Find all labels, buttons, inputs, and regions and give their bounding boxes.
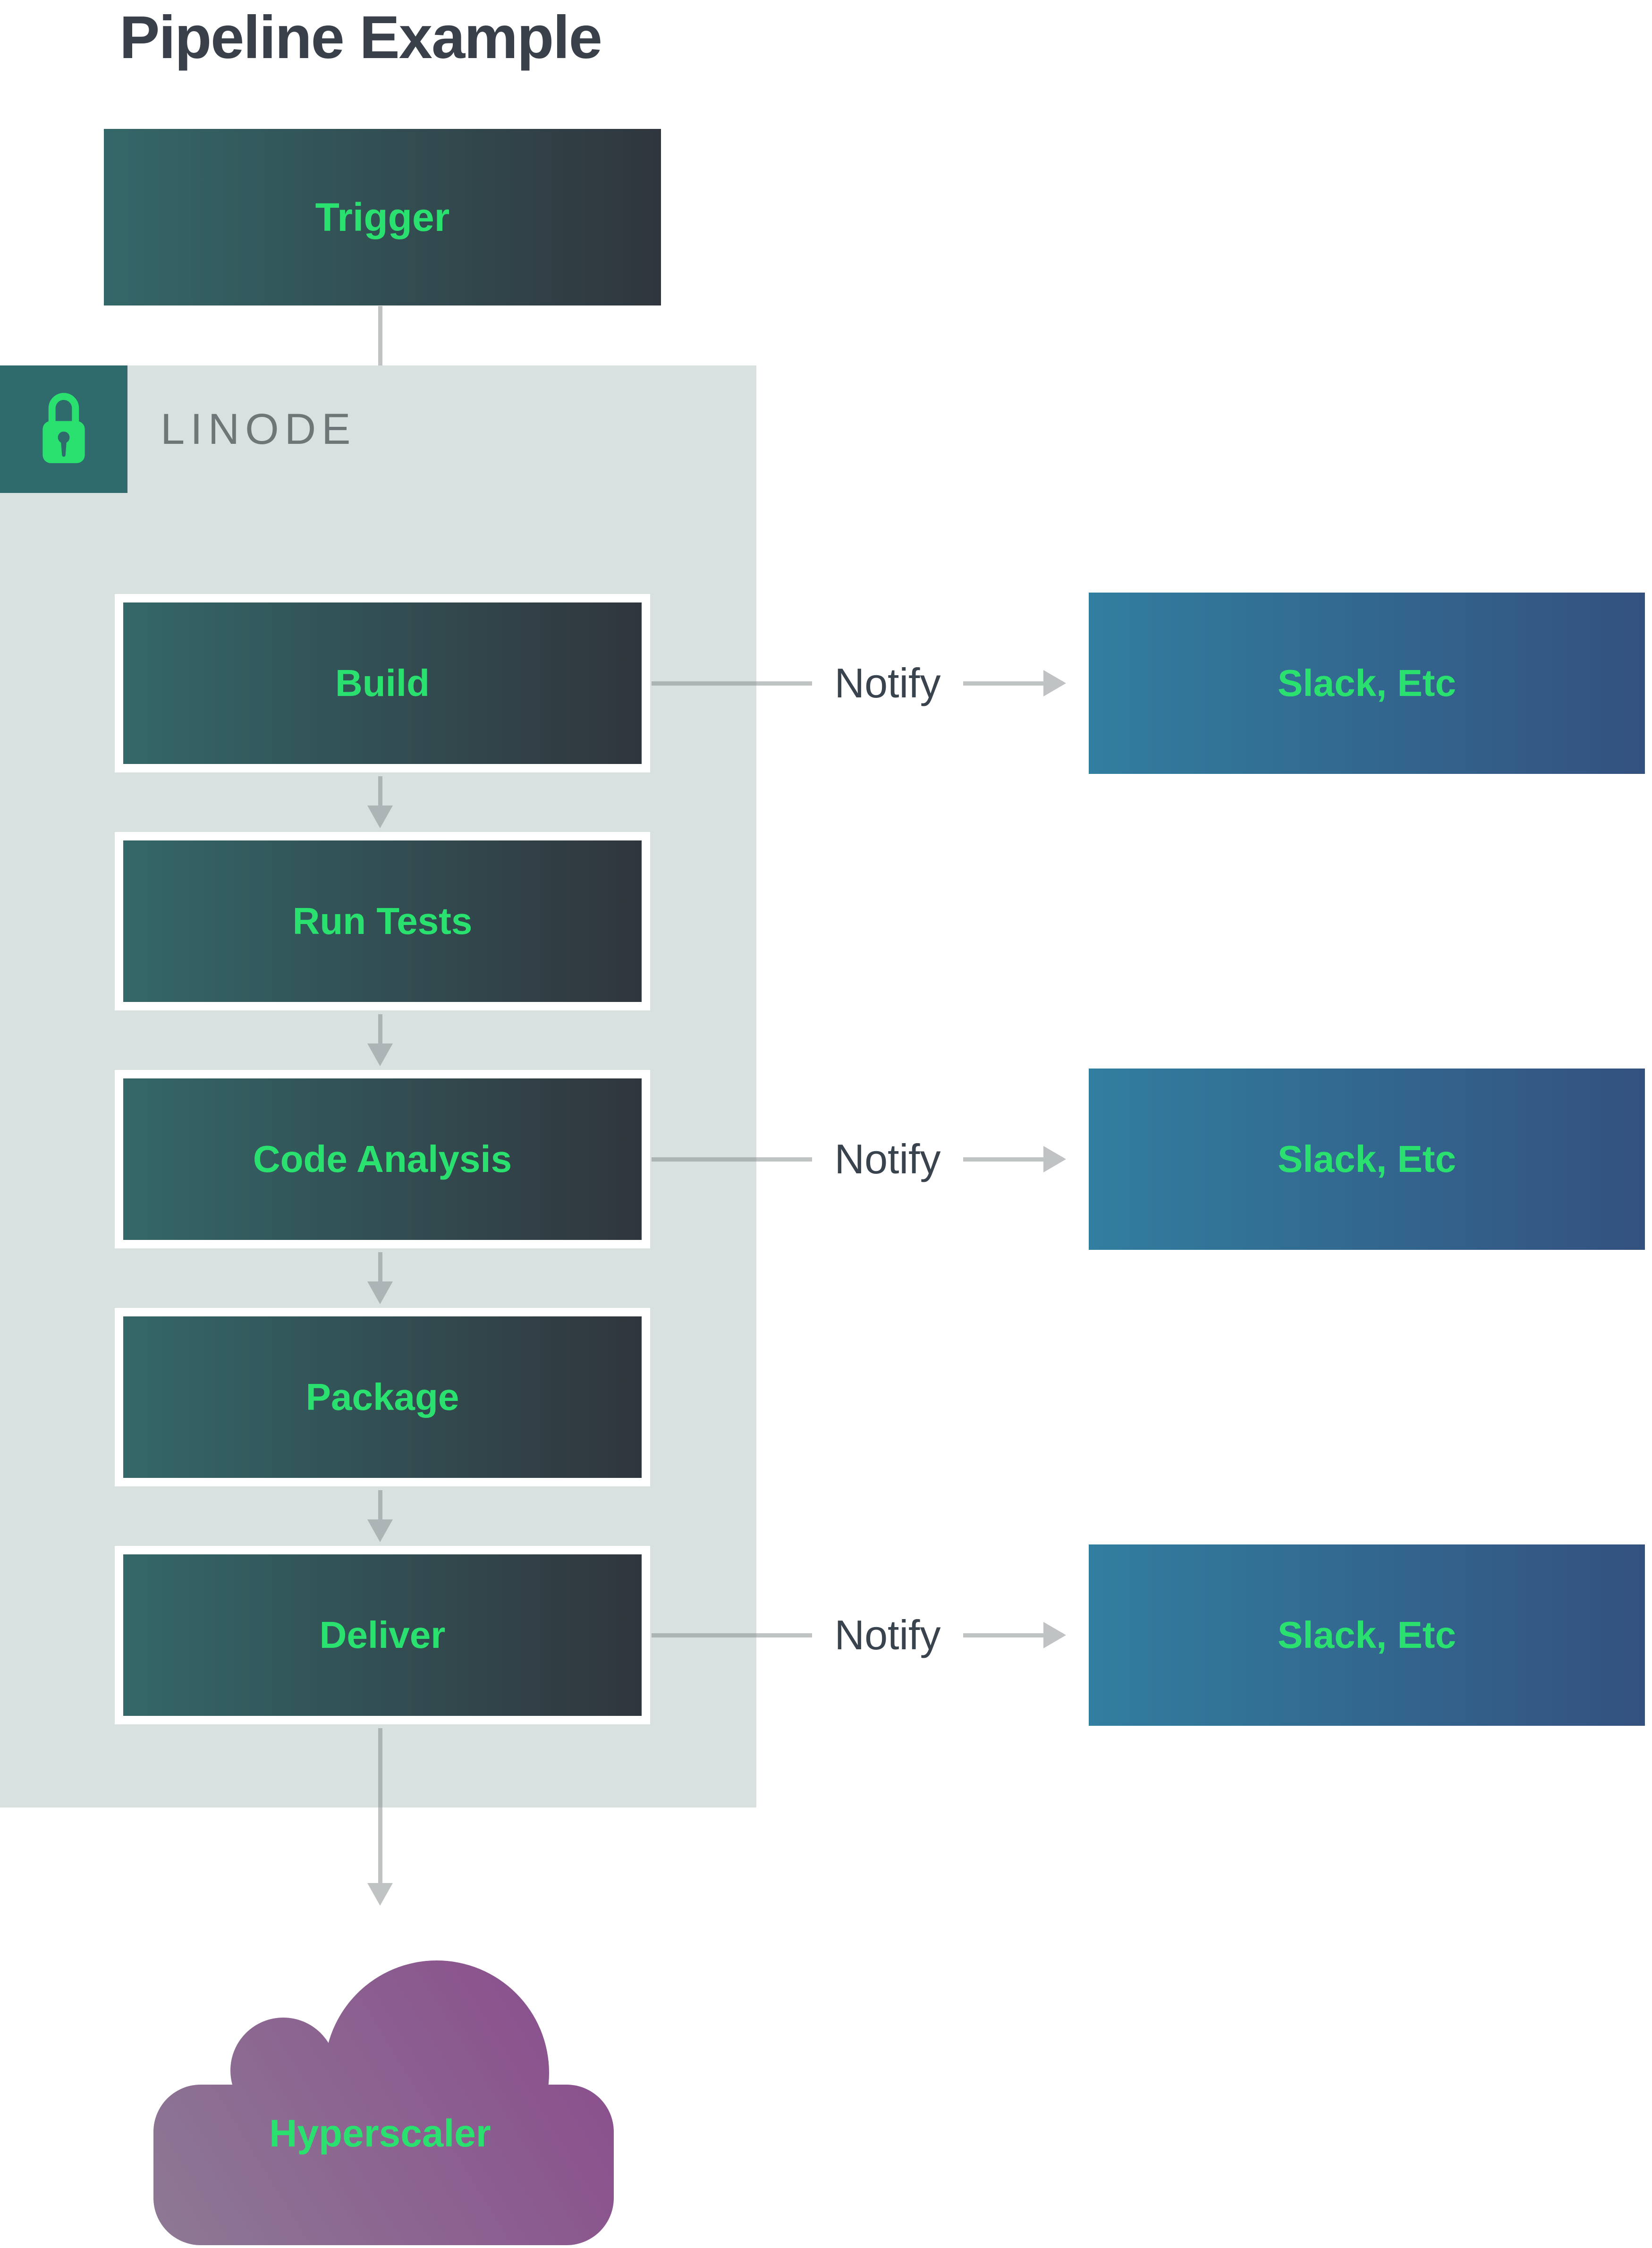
stage-label: Build xyxy=(335,662,430,704)
arrow-right-icon xyxy=(963,681,1043,686)
connector-line xyxy=(652,1157,812,1162)
lock-icon xyxy=(42,393,85,463)
arrow-down-icon xyxy=(378,776,382,806)
notify-label: Notify xyxy=(834,1612,941,1658)
arrow-down-icon xyxy=(378,1014,382,1043)
arrow-down-icon xyxy=(378,1252,382,1281)
arrow-down-head-icon xyxy=(367,1883,393,1906)
notify-target-box: Slack, Etc xyxy=(1089,593,1645,774)
arrow-down-head-icon xyxy=(367,1281,393,1304)
arrow-down-icon xyxy=(378,1728,382,1883)
arrow-down-head-icon xyxy=(367,1043,393,1066)
hyperscaler-cloud xyxy=(142,1955,618,2248)
notify-label: Notify xyxy=(834,660,941,706)
notify-label: Notify xyxy=(834,1136,941,1182)
notify-target-box: Slack, Etc xyxy=(1089,1544,1645,1726)
arrow-down-icon xyxy=(378,1490,382,1519)
lock-badge xyxy=(0,365,127,493)
trigger-label: Trigger xyxy=(315,195,450,239)
stage-box-run-tests: Run Tests xyxy=(115,832,650,1010)
arrow-right-icon xyxy=(963,1157,1043,1162)
arrow-right-head-icon xyxy=(1043,670,1066,696)
stage-box-code-analysis: Code Analysis xyxy=(115,1070,650,1248)
notify-target-label: Slack, Etc xyxy=(1277,662,1456,704)
notify-target-label: Slack, Etc xyxy=(1277,1614,1456,1656)
stage-label: Run Tests xyxy=(292,900,473,942)
arrow-down-head-icon xyxy=(367,1519,393,1542)
stage-label: Package xyxy=(305,1376,459,1418)
notify-target-box: Slack, Etc xyxy=(1089,1069,1645,1250)
cloud-label: Hyperscaler xyxy=(269,2112,491,2155)
stage-label: Deliver xyxy=(319,1614,446,1656)
notify-target-label: Slack, Etc xyxy=(1277,1138,1456,1180)
connector-line xyxy=(652,1633,812,1637)
stage-box-package: Package xyxy=(115,1308,650,1486)
stage-box-deliver: Deliver xyxy=(115,1546,650,1724)
page-title: Pipeline Example xyxy=(119,4,602,71)
arrow-right-icon xyxy=(963,1633,1043,1637)
stage-box-build: Build xyxy=(115,594,650,772)
stage-label: Code Analysis xyxy=(253,1138,512,1180)
arrow-down-head-icon xyxy=(367,806,393,828)
arrow-right-head-icon xyxy=(1043,1622,1066,1648)
connector-line xyxy=(652,681,812,686)
trigger-box: Trigger xyxy=(104,129,661,305)
arrow-right-head-icon xyxy=(1043,1146,1066,1172)
platform-label: LINODE xyxy=(161,405,356,453)
cloud-icon xyxy=(153,1960,614,2245)
